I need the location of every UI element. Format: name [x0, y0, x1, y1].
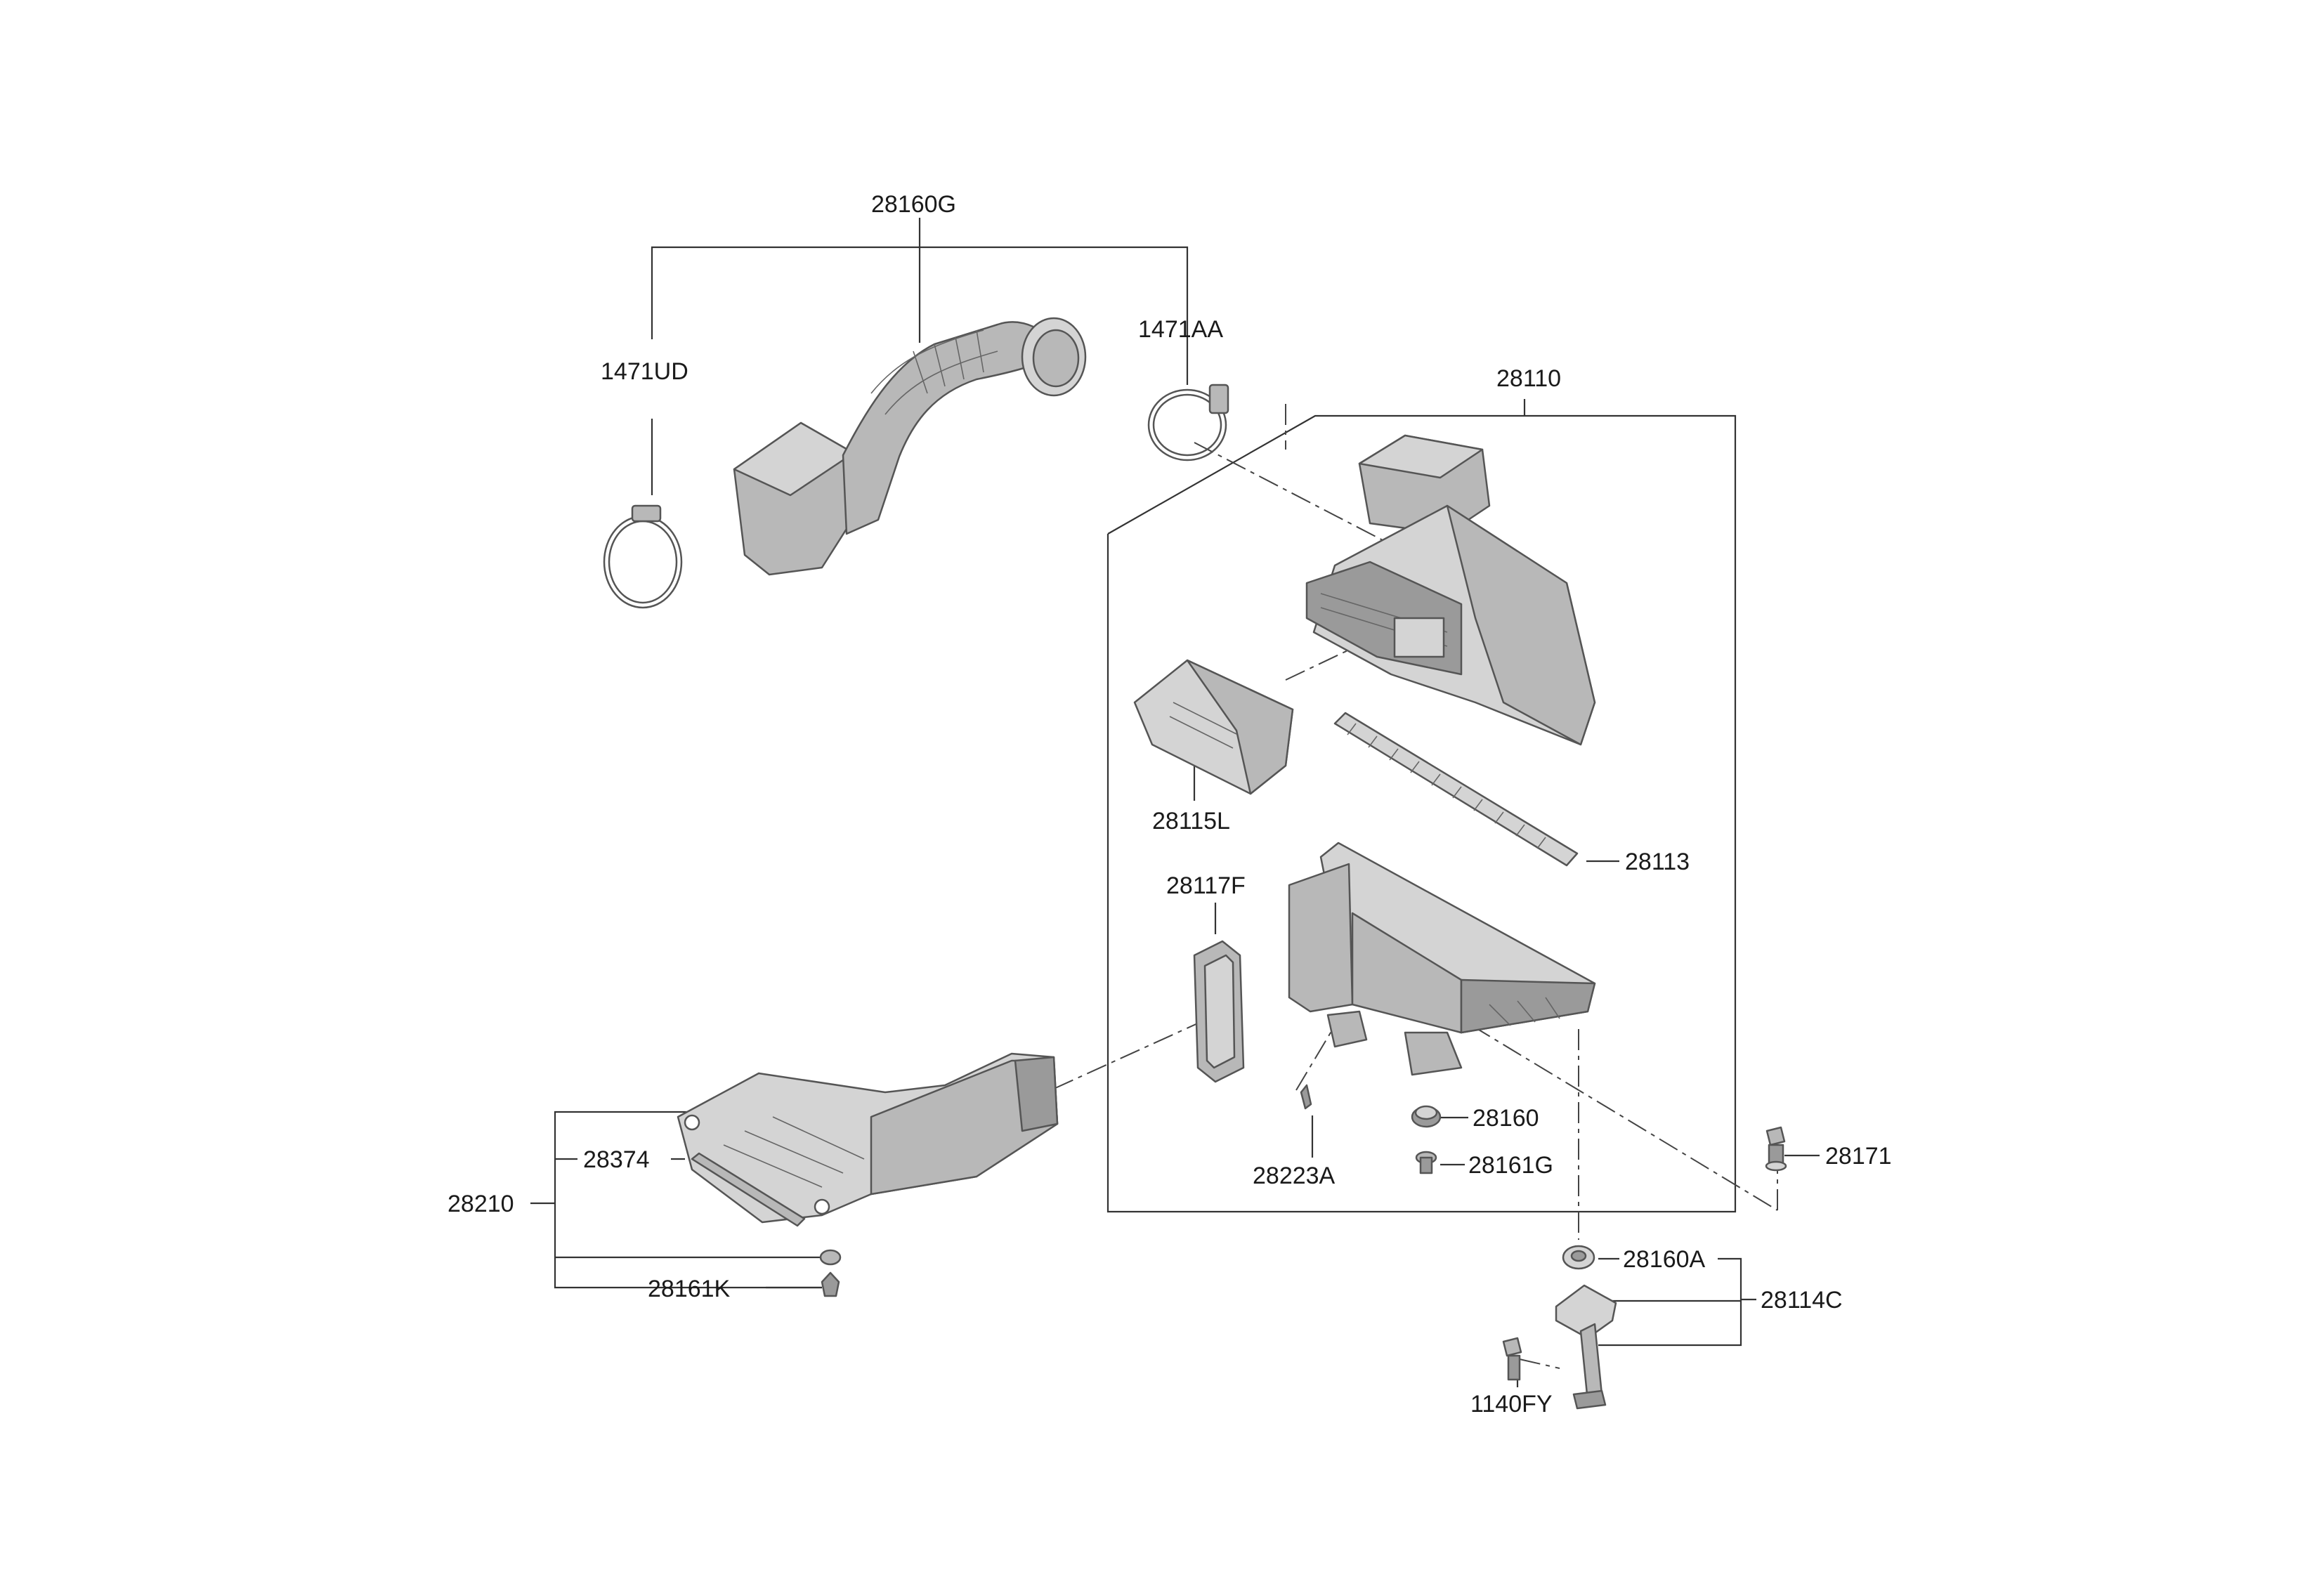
label-28160A[interactable]: 28160A: [1623, 1246, 1706, 1273]
insulator-part: [1411, 1105, 1442, 1128]
resonator-duct-part: [677, 1052, 1059, 1224]
label-28223A[interactable]: 28223A: [1253, 1163, 1336, 1189]
bracket-insulator-part: [1562, 1245, 1595, 1270]
cover-part: [1133, 659, 1294, 795]
label-28161K[interactable]: 28161K: [648, 1276, 731, 1302]
duct-seal-part: [691, 1152, 806, 1227]
filter-element-part: [1333, 712, 1579, 867]
label-28115L[interactable]: 28115L: [1152, 808, 1230, 834]
intake-hose-part: [733, 317, 1087, 576]
air-cleaner-upper-part: [1305, 434, 1596, 746]
grommet-part: [1415, 1151, 1437, 1174]
label-1140FY[interactable]: 1140FY: [1470, 1391, 1553, 1418]
clamp-right-part: [1147, 384, 1229, 461]
bolt-bracket-part: [1502, 1337, 1522, 1381]
label-28113[interactable]: 28113: [1625, 849, 1690, 875]
label-28160G[interactable]: 28160G: [871, 191, 956, 218]
clip-part: [1300, 1084, 1312, 1110]
part-labels: 28160G 1471UD 1471AA 28110 28115L 28113 …: [448, 191, 1892, 1418]
bracket-part: [1555, 1284, 1617, 1410]
duct-grommet-part: [819, 1249, 842, 1297]
label-28171[interactable]: 28171: [1825, 1143, 1892, 1170]
label-28161G[interactable]: 28161G: [1468, 1152, 1553, 1179]
label-1471AA[interactable]: 1471AA: [1138, 316, 1223, 343]
label-1471UD[interactable]: 1471UD: [601, 358, 688, 385]
gasket-part: [1193, 940, 1245, 1083]
leader-lines: [530, 218, 1820, 1387]
label-28110[interactable]: 28110: [1496, 365, 1561, 392]
label-28114C[interactable]: 28114C: [1761, 1287, 1843, 1314]
label-28210[interactable]: 28210: [448, 1191, 514, 1217]
assembly-lines: [1053, 404, 1778, 1369]
clamp-left-part: [603, 504, 683, 609]
bolt-right-part: [1765, 1126, 1787, 1172]
label-28117F[interactable]: 28117F: [1166, 872, 1246, 899]
label-28374[interactable]: 28374: [583, 1146, 650, 1173]
label-28160[interactable]: 28160: [1473, 1105, 1539, 1132]
air-cleaner-lower-part: [1288, 842, 1596, 1076]
